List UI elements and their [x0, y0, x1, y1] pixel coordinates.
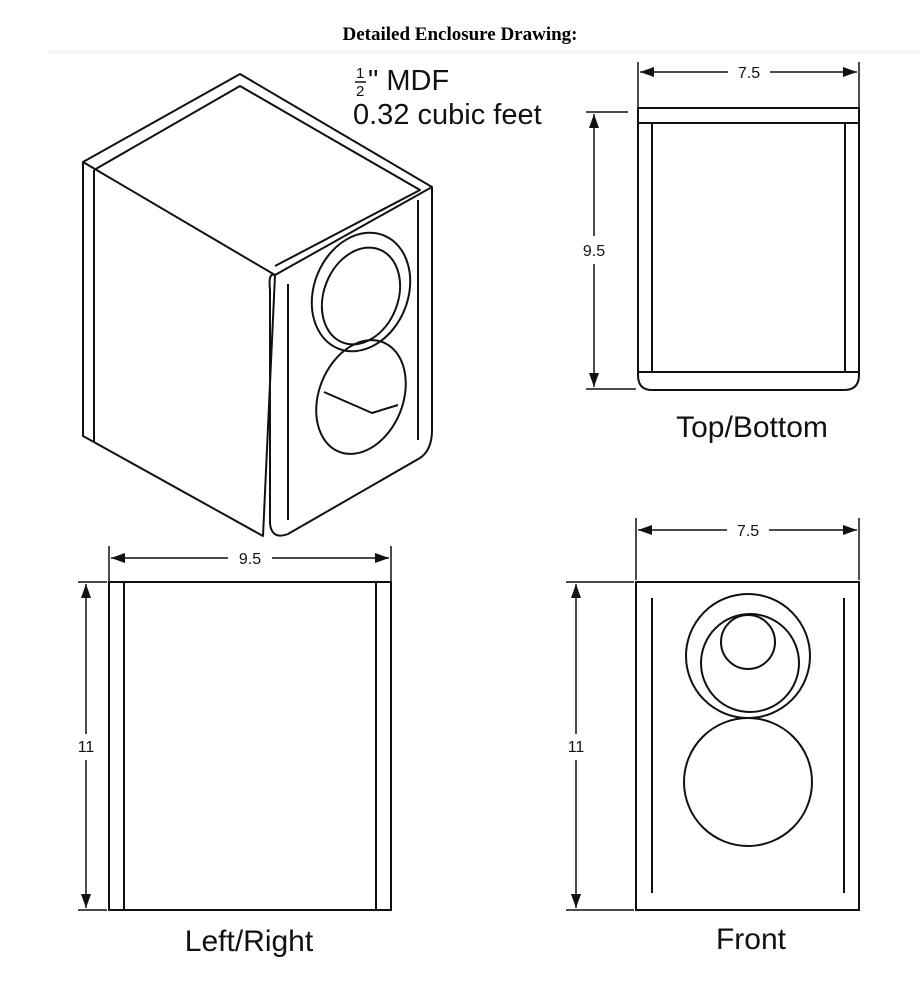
front-tweeter-dome	[720, 614, 776, 670]
iso-tweeter-inner	[320, 246, 402, 346]
side-height-label: 11	[78, 739, 95, 756]
side-panel-outline	[108, 581, 392, 911]
iso-woofer-depth	[323, 391, 399, 414]
left-right-caption: Left/Right	[185, 925, 314, 958]
top-bottom-caption: Top/Bottom	[676, 411, 828, 444]
fraction-denominator: 2	[356, 83, 364, 100]
material-spec: 1 2 " MDF 0.32 cubic feet	[353, 65, 542, 131]
front-tweeter-ring	[700, 613, 800, 713]
front-tweeter-flange	[685, 593, 811, 719]
front-woofer-cutout	[683, 717, 813, 847]
front-height-label: 11	[568, 739, 585, 756]
left-right-view: 9.5 11 Left/Right	[78, 546, 392, 958]
drawing-title: Detailed Enclosure Drawing:	[342, 24, 578, 45]
material-label: " MDF	[368, 65, 449, 97]
side-width-label: 9.5	[239, 551, 261, 568]
top-depth-label: 9.5	[583, 243, 605, 260]
iso-top-edge	[93, 85, 421, 267]
front-view: 7.5 11 Front	[566, 518, 860, 956]
volume-label: 0.32 cubic feet	[353, 99, 542, 131]
top-bottom-view: 7.5 9.5 Top/Bottom	[583, 62, 860, 444]
iso-woofer	[315, 339, 407, 455]
top-width-label: 7.5	[738, 65, 760, 82]
header-band	[48, 50, 920, 54]
front-caption: Front	[716, 923, 787, 956]
iso-front-face	[268, 187, 433, 537]
top-panel-outline	[637, 107, 860, 391]
fraction-numerator: 1	[356, 65, 364, 82]
front-width-label: 7.5	[737, 523, 759, 540]
front-baffle-outline	[635, 581, 860, 911]
isometric-view	[82, 73, 433, 537]
iso-tweeter-outer	[310, 231, 412, 353]
